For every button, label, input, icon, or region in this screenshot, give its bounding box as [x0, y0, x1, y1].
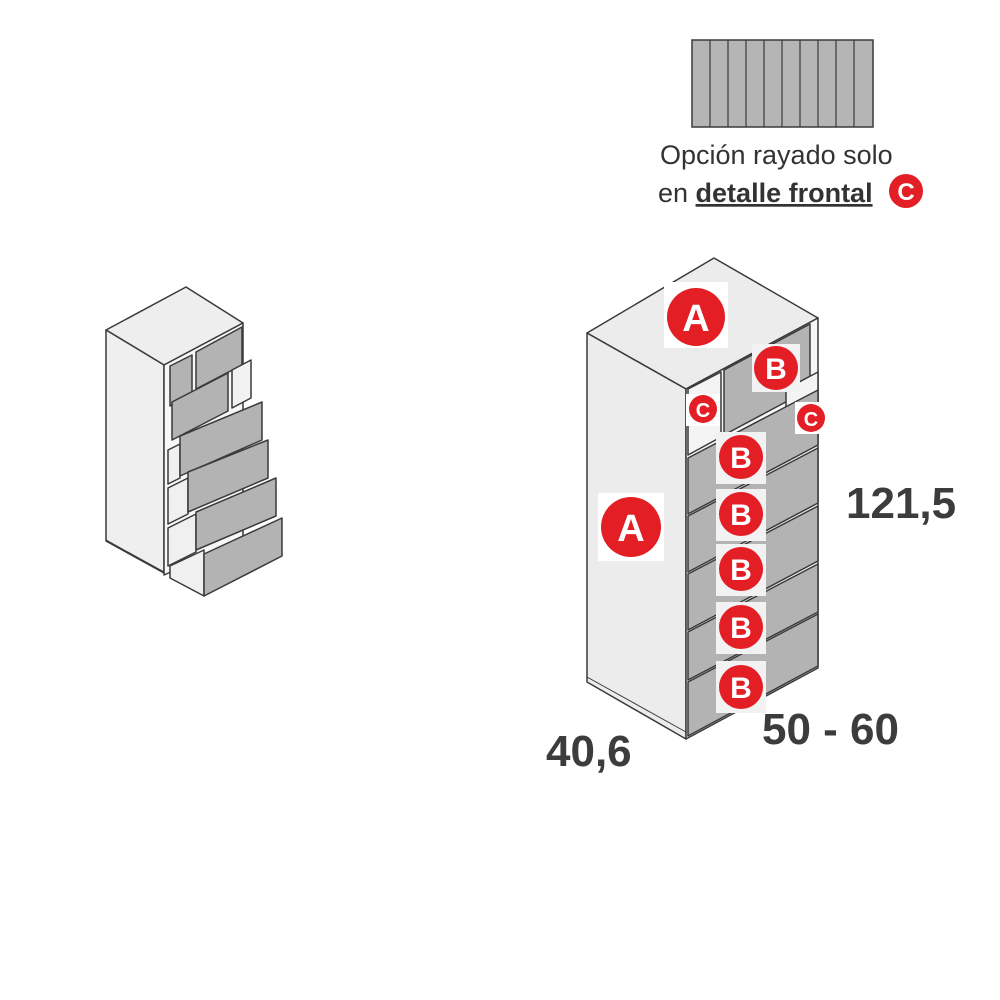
marker-drawer-4-B: B [716, 602, 766, 654]
marker-top-A: A [664, 282, 728, 348]
marker-drawer-1-B-label: B [730, 442, 752, 475]
note-line-2: en detalle frontal [658, 178, 873, 208]
stripe-swatch [691, 39, 874, 128]
dimension-height: 121,5 [846, 479, 956, 528]
marker-drawer-3-B-label: B [730, 554, 752, 587]
marker-side-A: A [598, 493, 664, 561]
marker-drawer-1-B: B [716, 432, 766, 484]
dimension-depth: 40,6 [546, 727, 632, 776]
note-marker: C [889, 174, 923, 208]
marker-top-A-label: A [682, 298, 709, 340]
marker-small-left-C-label: C [696, 400, 710, 422]
marker-top-drawer-B-label: B [765, 353, 787, 386]
marker-drawer-4-B-label: B [730, 612, 752, 645]
marker-drawer-5-B-label: B [730, 672, 752, 705]
small-open-drawers [167, 401, 283, 597]
marker-drawer-2-B-label: B [730, 499, 752, 532]
marker-drawer-5-B: B [716, 661, 766, 713]
marker-side-A-label: A [617, 508, 644, 550]
marker-small-left-C: C [686, 394, 720, 426]
note-marker-label: C [897, 179, 914, 206]
small-drawer-second-right [231, 359, 252, 409]
small-dresser [105, 286, 283, 597]
marker-top-drawer-B: B [752, 344, 800, 392]
note-line-1: Opción rayado solo [660, 140, 893, 170]
marker-small-right-C-label: C [804, 409, 818, 431]
marker-drawer-2-B: B [716, 489, 766, 541]
note-line-2-emphasis: detalle frontal [696, 178, 873, 208]
marker-small-right-C: C [795, 402, 829, 434]
dimension-width: 50 - 60 [762, 705, 899, 754]
marker-drawer-3-B: B [716, 544, 766, 596]
note-line-2-prefix: en [658, 178, 696, 208]
small-dresser-side [105, 329, 165, 574]
small-drawer-second [171, 372, 229, 441]
